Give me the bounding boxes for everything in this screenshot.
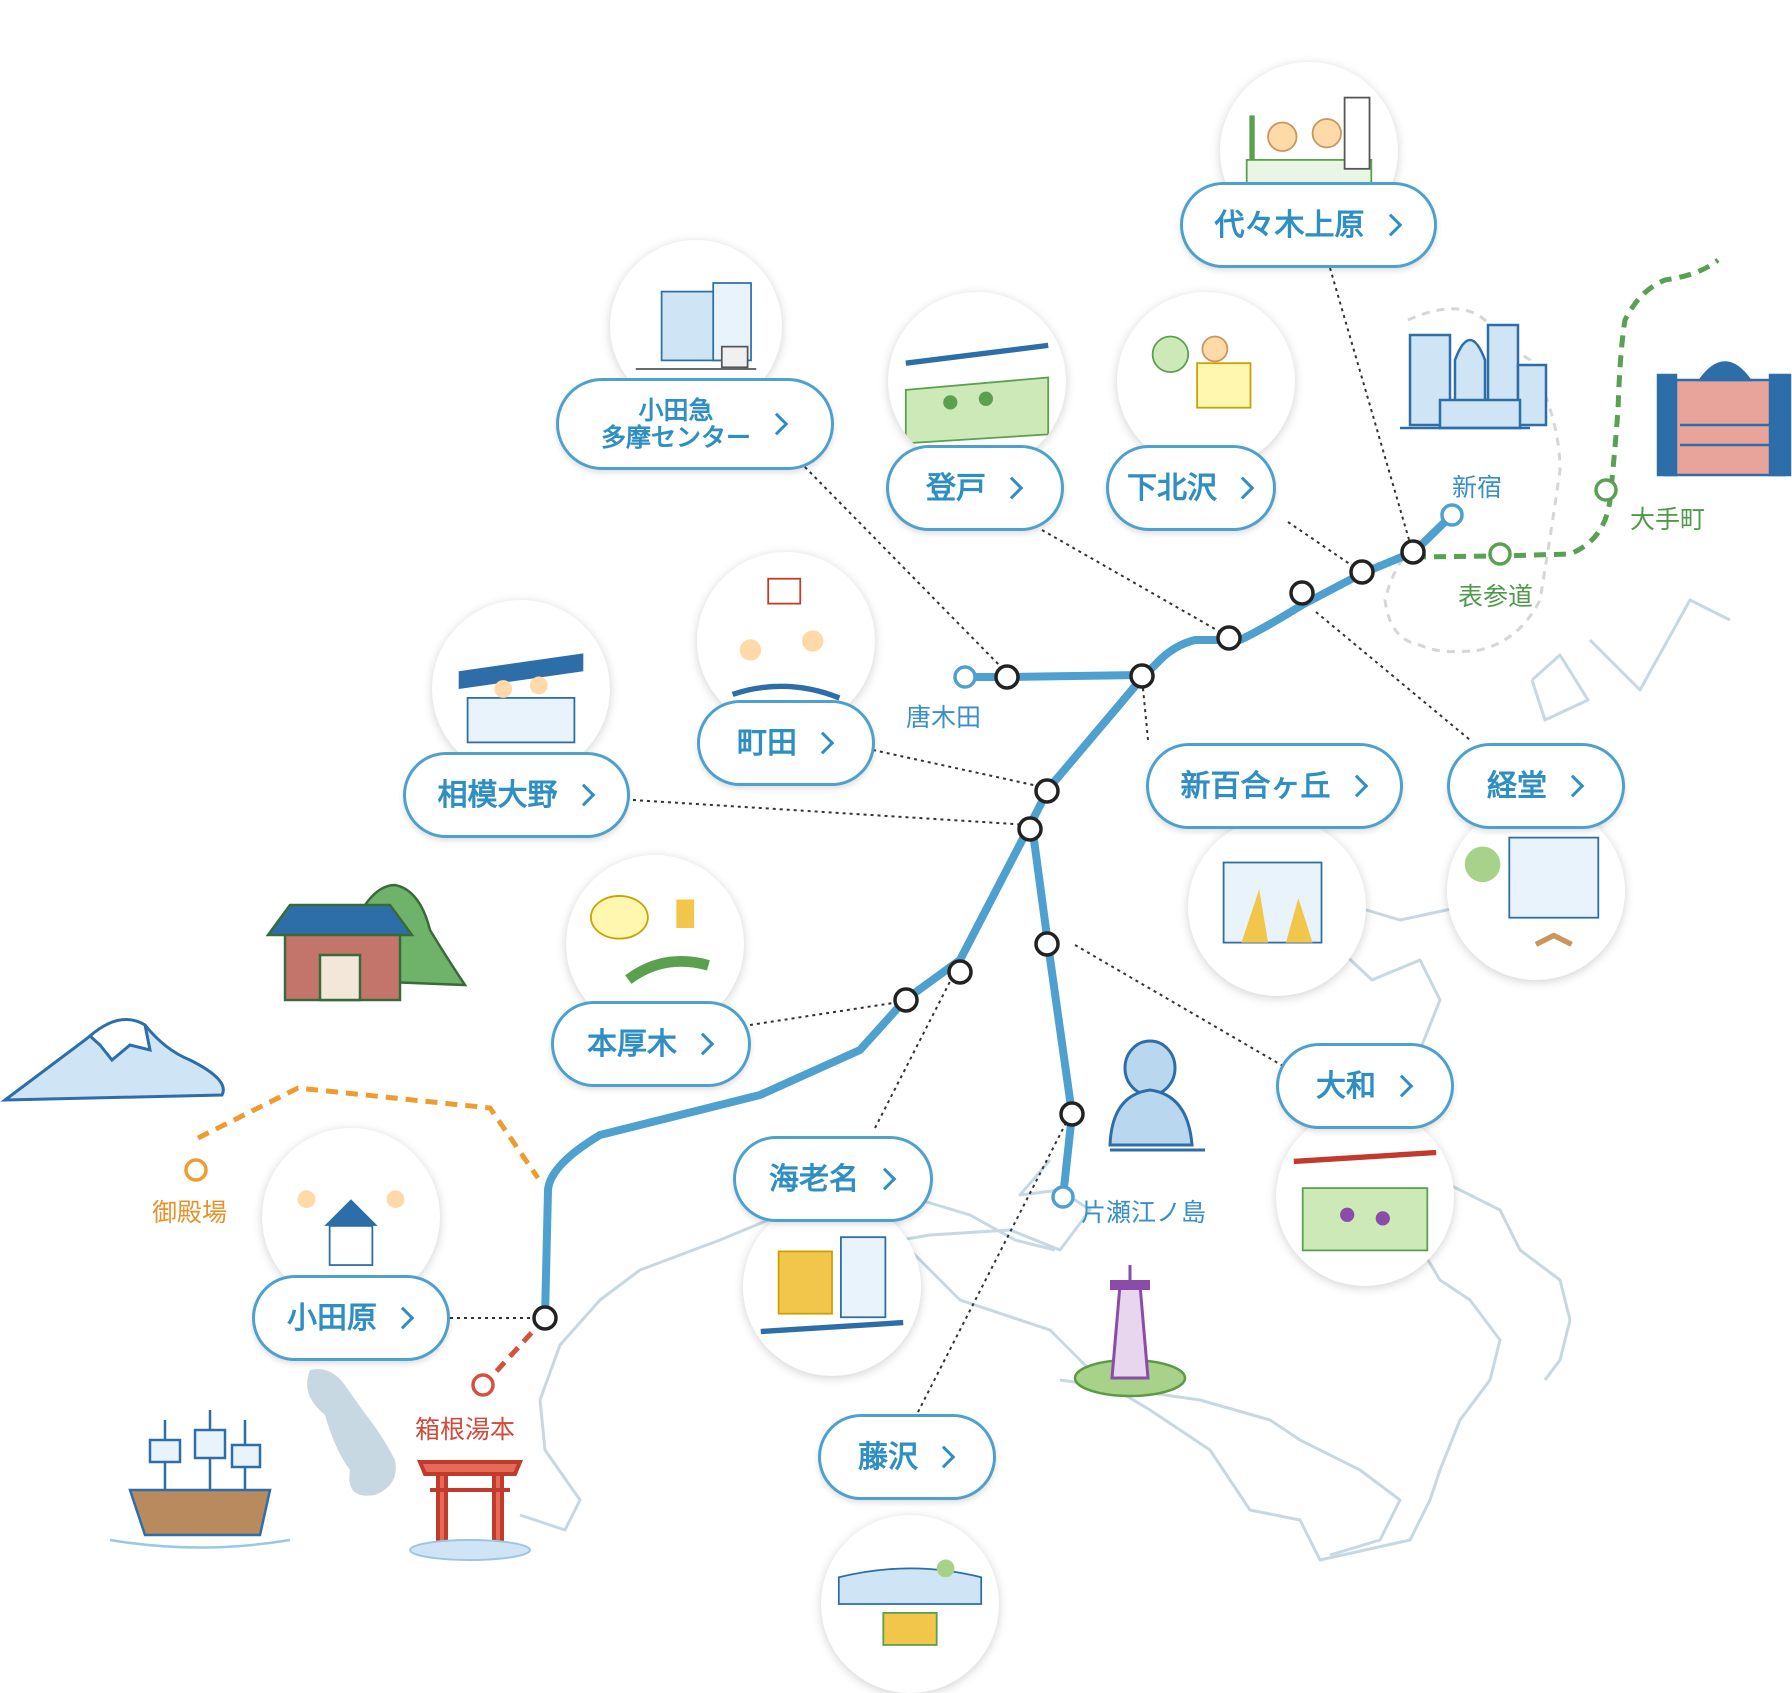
station-label: 海老名 [769,1161,859,1197]
pirate-ship-icon [109,1410,291,1549]
kyodo-illustration [1447,802,1625,980]
station-label: 本厚木 [587,1026,677,1062]
station-button-kyodo[interactable]: 経堂 [1447,743,1625,829]
chevron-right-icon [1231,476,1255,500]
station-label: 経堂 [1487,768,1547,804]
chevron-right-icon [572,783,595,807]
chiyoda-line [1413,258,1720,560]
tokyo-station-icon [1656,361,1792,477]
station-button-shimokitazawa[interactable]: 下北沢 [1106,445,1276,531]
terminal-node-omotesando [1488,542,1512,566]
chevron-right-icon [1345,774,1368,798]
terminal-label-shinjuku: 新宿 [1452,473,1503,502]
terminal-label-hakone-yumoto: 箱根湯本 [415,1415,516,1444]
terminal-label-karakida: 唐木田 [906,703,982,732]
station-button-noborito[interactable]: 登戸 [886,445,1064,531]
hakone-tozan-line [482,1316,547,1387]
lake-ashi [307,1369,396,1496]
station-button-sagami-ono[interactable]: 相模大野 [403,752,630,838]
terminal-label-katase-enoshima: 片瀬江ノ島 [1081,1198,1207,1227]
shimokitazawa-illustration [1117,292,1295,470]
chevron-right-icon [1561,774,1585,798]
chevron-right-icon [1379,213,1402,237]
station-label-line1: 小田急 [638,395,714,425]
station-label: 町田 [737,725,797,761]
terminal-node-otemachi [1594,478,1618,502]
shinjuku-skyscrapers-icon [1400,323,1548,430]
terminal-label-gotemba: 御殿場 [152,1198,228,1227]
station-label-line2: 多摩センター [600,423,751,452]
chevron-right-icon [1000,476,1024,500]
station-button-shinyurigaoka[interactable]: 新百合ヶ丘 [1146,743,1403,829]
chevron-right-icon [391,1306,415,1330]
terminal-label-otemachi: 大手町 [1630,505,1706,534]
yamato-illustration [1276,1108,1454,1286]
chevron-right-icon [873,1167,897,1191]
station-button-odakyu-tama-center[interactable]: 小田急多摩センター [556,378,834,470]
coastline [519,598,1731,1562]
ebina-illustration [743,1198,921,1376]
chevron-right-icon [765,412,789,436]
station-label: 下北沢 [1127,470,1217,506]
station-button-yoyogi-uehara[interactable]: 代々木上原 [1180,182,1437,268]
station-label: 登戸 [926,470,986,506]
terminal-node-shinjuku [1440,503,1464,527]
shinyurigaoka-illustration [1188,818,1366,996]
station-button-hon-atsugi[interactable]: 本厚木 [551,1001,751,1087]
mountain-temple-icon [265,883,468,1002]
mount-fuji-icon [0,1018,225,1102]
noborito-illustration [888,292,1066,470]
terminal-node-katase-enoshima [1051,1185,1075,1209]
station-button-machida[interactable]: 町田 [697,700,875,786]
terminal-node-gotemba [184,1158,208,1182]
station-label: 相模大野 [437,777,558,813]
sagami-ono-illustration [432,600,610,778]
odakyu-enoshima-line [1028,821,1077,1201]
station-label: 大和 [1316,1068,1376,1104]
great-buddha-icon [1108,1039,1205,1152]
station-label: 藤沢 [858,1439,918,1475]
station-label: 小田原 [287,1300,377,1336]
yamanote-loop [1383,307,1562,654]
station-label: 小田急多摩センター [600,395,751,452]
odakyu-tama-line [961,671,1144,681]
gotemba-line [196,1085,541,1180]
terminal-node-hakone-yumoto [471,1373,495,1397]
station-button-fujisawa[interactable]: 藤沢 [818,1414,996,1500]
chevron-right-icon [1390,1074,1414,1098]
station-button-yamato[interactable]: 大和 [1276,1043,1454,1129]
fujisawa-illustration [821,1515,999,1693]
terminal-label-omotesando: 表参道 [1458,582,1534,611]
station-nodes [532,539,1426,1331]
station-button-ebina[interactable]: 海老名 [733,1136,933,1222]
station-label: 代々木上原 [1214,207,1365,243]
station-label: 新百合ヶ丘 [1180,768,1331,804]
station-button-odawara[interactable]: 小田原 [252,1275,450,1361]
odakyu-odawara-line [541,511,1456,1322]
torii-gate-icon [409,1460,531,1561]
chevron-right-icon [932,1445,956,1469]
enoshima-tower-icon [1073,1265,1187,1398]
chevron-right-icon [811,731,835,755]
chevron-right-icon [691,1032,715,1056]
terminal-node-karakida [953,665,977,689]
